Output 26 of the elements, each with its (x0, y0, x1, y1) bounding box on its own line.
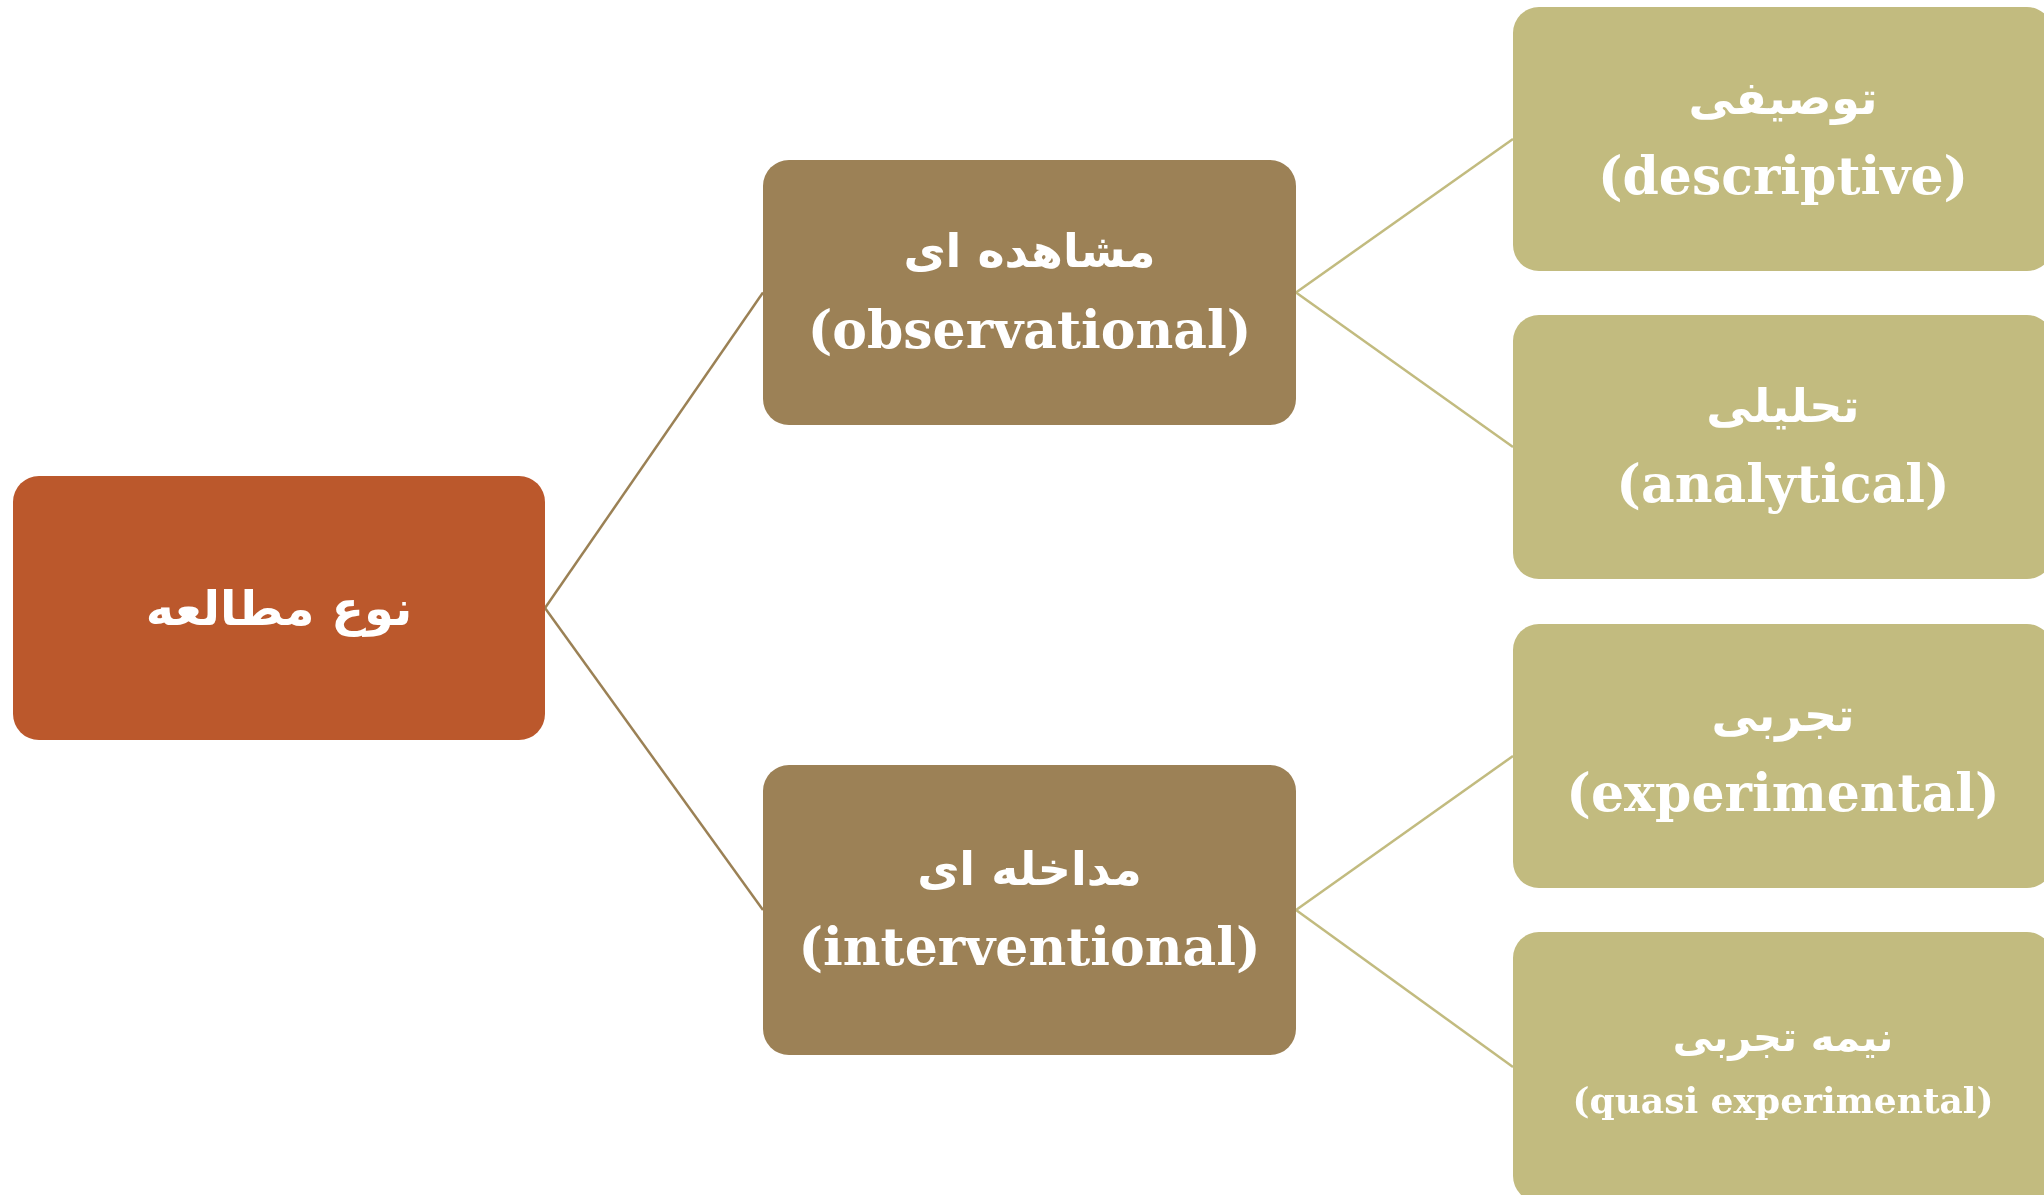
subtype-box (1513, 7, 2044, 271)
connector-line (1295, 755, 1514, 911)
connector-line (1295, 909, 1514, 1068)
subtype-box (1513, 315, 2044, 579)
persian-heading: نیمه تجربی (1672, 1012, 1894, 1062)
english-label: (quasi experimental) (1572, 1077, 1994, 1123)
connector-line (544, 607, 764, 911)
persian-heading: توصیفی (1688, 69, 1878, 127)
english-label: (observational) (807, 297, 1252, 362)
root-box (13, 476, 545, 740)
subtype-box (1513, 932, 2044, 1195)
persian-heading: نوع مطالعه (145, 579, 413, 638)
persian-heading: مداخله ای (917, 840, 1142, 898)
persian-heading: مشاهده ای (903, 223, 1156, 281)
persian-heading: تحلیلی (1706, 377, 1860, 435)
english-label: (descriptive) (1597, 144, 1969, 209)
english-label: (experimental) (1566, 761, 2000, 826)
connector-line (1295, 137, 1514, 294)
english-label: (analytical) (1616, 452, 1950, 517)
connector-line (1295, 291, 1514, 448)
subtype-box (1513, 624, 2044, 888)
category-box (763, 160, 1296, 425)
connector-line (543, 291, 765, 609)
english-label: (interventional) (798, 915, 1261, 980)
persian-heading: تجربی (1711, 686, 1855, 744)
category-box (763, 765, 1296, 1055)
